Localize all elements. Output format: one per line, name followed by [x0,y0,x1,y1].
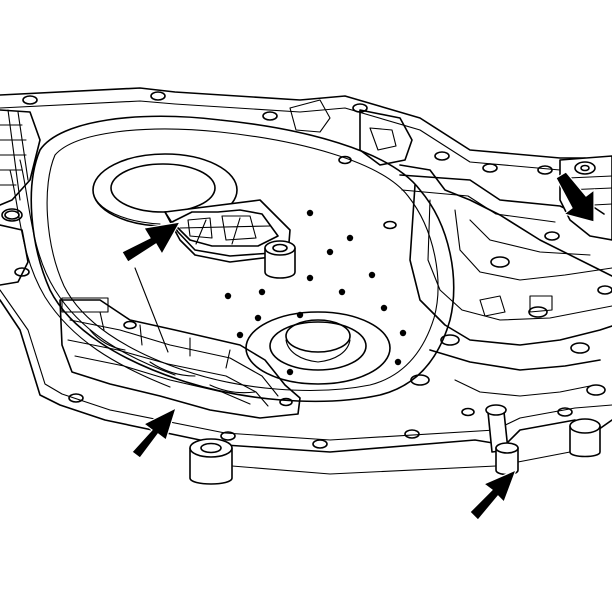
housing-inner-flange [0,100,612,441]
lower-center-bore [245,311,391,385]
housing-outer-flange [0,87,612,453]
small-boss [264,240,296,279]
gasket-passages-lower-left [59,297,301,419]
leader-line-left [134,267,169,353]
plate-bolt-pattern [224,209,407,376]
arrow-pump-housing-gasket [121,221,182,263]
flange-bolt-holes [4,91,612,449]
seal-tab-upper [164,199,291,263]
arrow-lower-left-passage [131,406,177,459]
dowel-pin-lower [485,404,519,476]
housing-lower-step [231,451,571,475]
lower-boss-right [569,418,601,458]
arrow-right-bracket [555,171,595,223]
arrow-lower-dowel [469,468,518,521]
ribbed-corner [0,109,41,286]
lower-boss-left [189,438,233,485]
upper-channel [289,99,591,223]
chamber-rim-outer [30,115,455,403]
chamber-rim-inner [46,128,439,391]
